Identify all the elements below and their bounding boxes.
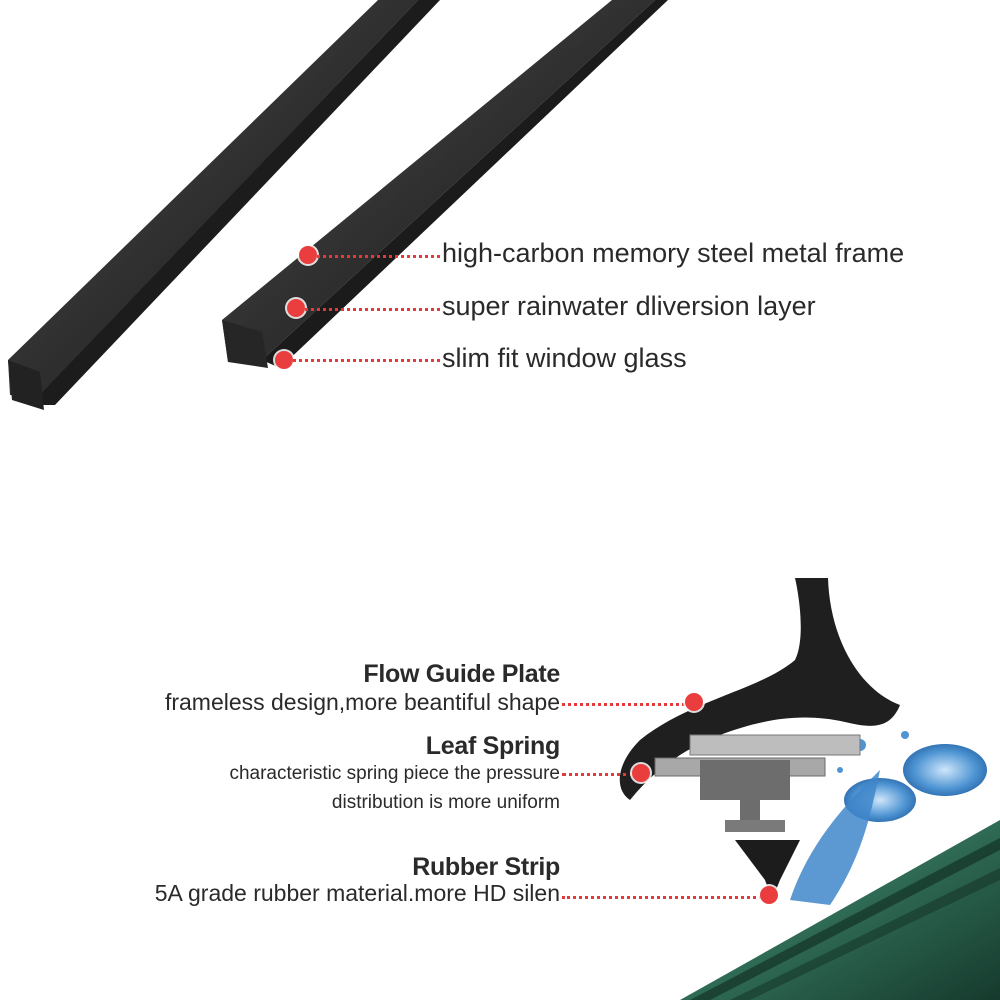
leader-line (305, 308, 440, 311)
blade-strip-left (8, 0, 440, 410)
leader-line (317, 255, 440, 258)
callout-label: super rainwater dliversion layer (442, 291, 816, 321)
callout-title: Leaf Spring (425, 732, 561, 760)
blade-strip-right (222, 0, 668, 368)
marker-dot (685, 693, 703, 711)
marker-dot (760, 886, 778, 904)
marker-dot (287, 299, 305, 317)
marker-dot (299, 246, 317, 264)
callout-label: high-carbon memory steel metal frame (442, 238, 905, 268)
marker-dot (632, 764, 650, 782)
leader-line (293, 359, 440, 362)
glass-pane (680, 820, 1000, 1000)
callout-description: frameless design,more beantiful shape (164, 689, 560, 715)
callout-description: characteristic spring piece the pressure (229, 763, 560, 784)
leader-line (562, 703, 685, 706)
callout-description: 5A grade rubber material.more HD silen (154, 880, 560, 906)
callout-description: distribution is more uniform (331, 792, 560, 813)
callout-title: Flow Guide Plate (363, 660, 560, 688)
water-splash (790, 731, 987, 905)
callout-title: Rubber Strip (412, 853, 560, 881)
wiper-cross-section (619, 578, 900, 900)
marker-dot (275, 351, 293, 369)
callout-label: slim fit window glass (442, 343, 687, 373)
leader-line (562, 896, 762, 899)
leader-line (562, 773, 634, 776)
